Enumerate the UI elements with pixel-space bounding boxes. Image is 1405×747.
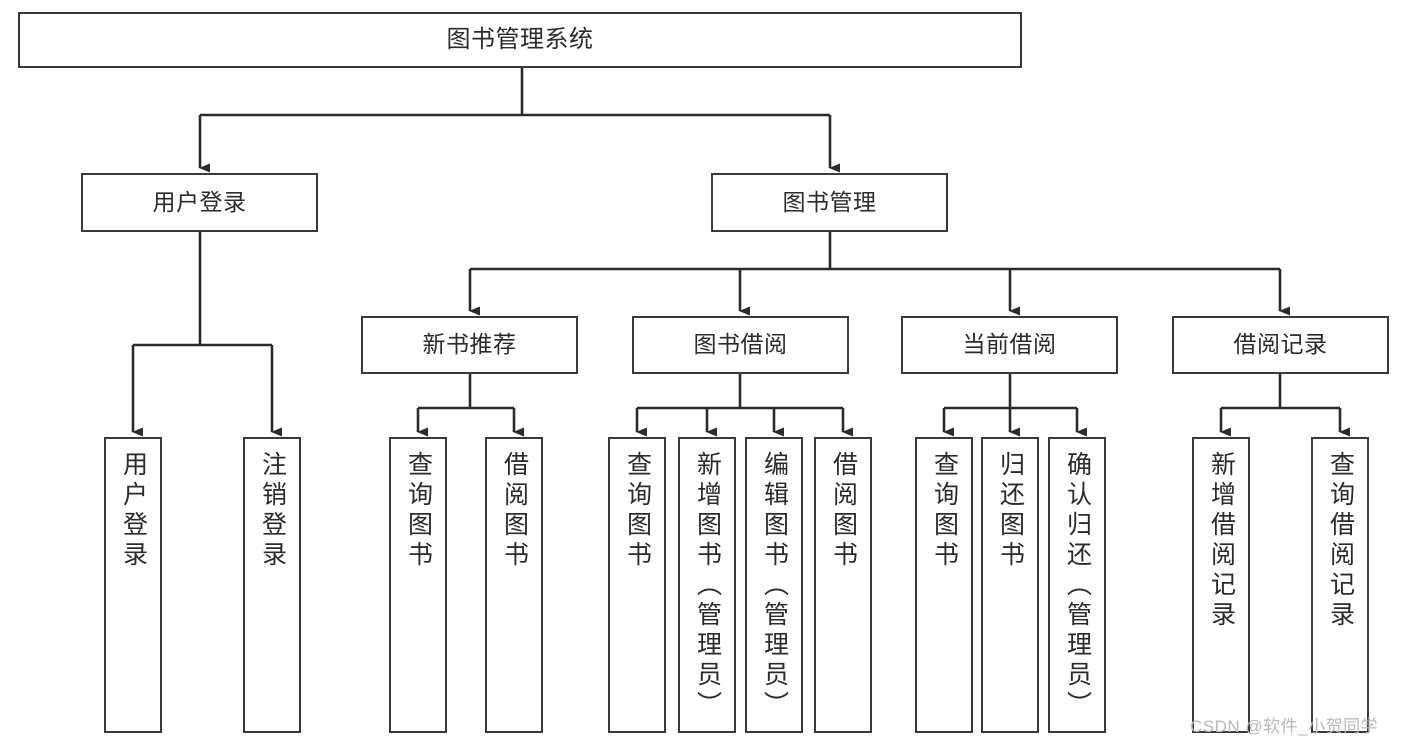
- node-label: 图书管理系统: [446, 25, 594, 53]
- node-label: 用户登录: [152, 188, 247, 215]
- node-leaf-borrow-book-2[interactable]: 借阅图书: [814, 437, 872, 733]
- node-leaf-return-book[interactable]: 归还图书: [981, 437, 1039, 733]
- node-label: 确认归还（管理员）: [1063, 451, 1092, 721]
- node-root-system[interactable]: 图书管理系统: [18, 12, 1022, 68]
- node-label: 归还图书: [996, 451, 1025, 571]
- node-current-borrow[interactable]: 当前借阅: [901, 316, 1118, 374]
- node-label: 当前借阅: [962, 331, 1057, 358]
- node-leaf-query-book-2[interactable]: 查询图书: [608, 437, 666, 733]
- node-label: 借阅图书: [500, 451, 529, 571]
- node-book-management[interactable]: 图书管理: [711, 173, 948, 232]
- node-leaf-logout-login[interactable]: 注销登录: [243, 437, 301, 733]
- node-label: 用户登录: [119, 451, 148, 571]
- node-leaf-edit-book-admin[interactable]: 编辑图书（管理员）: [745, 437, 803, 733]
- node-label: 借阅图书: [829, 451, 858, 571]
- node-new-book-recommend[interactable]: 新书推荐: [361, 316, 578, 374]
- node-label: 注销登录: [258, 451, 287, 571]
- node-label: 借阅记录: [1233, 331, 1328, 358]
- node-label: 新书推荐: [422, 331, 517, 358]
- node-leaf-add-borrow-record[interactable]: 新增借阅记录: [1192, 437, 1250, 733]
- node-leaf-borrow-book-1[interactable]: 借阅图书: [485, 437, 543, 733]
- node-leaf-query-borrow-record[interactable]: 查询借阅记录: [1311, 437, 1369, 733]
- node-book-borrow[interactable]: 图书借阅: [632, 316, 849, 374]
- node-borrow-record[interactable]: 借阅记录: [1172, 316, 1389, 374]
- node-label: 新增借阅记录: [1207, 451, 1236, 631]
- node-label: 查询图书: [404, 451, 433, 571]
- node-label: 查询借阅记录: [1326, 451, 1355, 631]
- node-user-login[interactable]: 用户登录: [81, 173, 318, 232]
- node-label: 查询图书: [623, 451, 652, 571]
- node-leaf-query-book-1[interactable]: 查询图书: [389, 437, 447, 733]
- node-label: 图书借阅: [693, 331, 788, 358]
- node-leaf-query-book-3[interactable]: 查询图书: [915, 437, 973, 733]
- node-label: 新增图书（管理员）: [693, 451, 722, 721]
- node-label: 查询图书: [930, 451, 959, 571]
- node-label: 编辑图书（管理员）: [760, 451, 789, 721]
- node-label: 图书管理: [782, 188, 877, 215]
- node-leaf-confirm-return-admin[interactable]: 确认归还（管理员）: [1048, 437, 1106, 733]
- node-leaf-user-login[interactable]: 用户登录: [104, 437, 162, 733]
- node-leaf-add-book-admin[interactable]: 新增图书（管理员）: [678, 437, 736, 733]
